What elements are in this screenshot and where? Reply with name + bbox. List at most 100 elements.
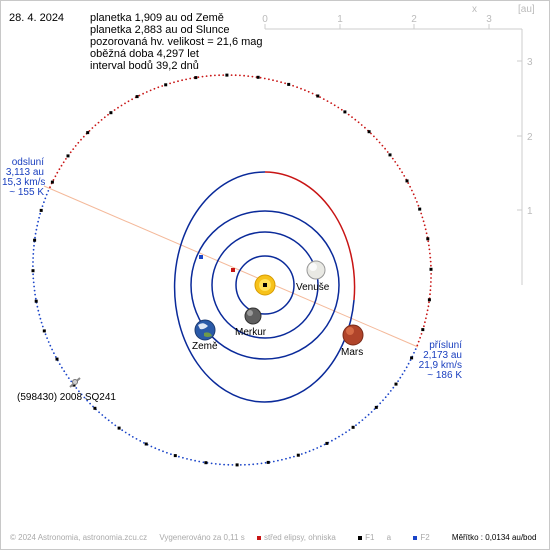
orbit-dot [416,201,418,203]
y-tick-label: 3 [527,57,533,68]
orbit-dot [320,445,322,448]
x-tick-label: 0 [262,14,268,25]
orbit-dot [420,212,423,215]
aphelion-temperature: ~ 155 K [9,187,44,198]
orbit-dot [62,161,65,164]
orbit-dot [47,190,50,192]
orbit-dot [397,380,399,382]
orbit-dot [114,424,117,427]
orbit-dot [322,98,325,100]
orbit-dot [360,124,363,126]
orbit-dot [38,313,41,316]
orbit-dot [231,464,234,466]
orbit-dot [37,220,39,223]
aphelion-distance: 3,113 au [5,167,44,178]
orbit-dot [429,293,431,296]
aphelion-title: odsluní [11,157,44,168]
orbit-dot [338,435,340,438]
epoch-marker [117,426,121,430]
orbit-dot [97,121,100,124]
orbit-dot [94,124,97,127]
orbit-dot [117,106,119,109]
epoch-marker [50,180,54,184]
orbit-dot [413,351,415,354]
orbit-dot [384,396,387,399]
orbit-dot [34,236,36,239]
orbit-dot [425,317,427,320]
orbit-dot [56,171,59,174]
orbit-dot [281,458,283,461]
epoch-marker [42,329,46,333]
orbit-dot [197,76,200,79]
orbit-dot [243,74,246,77]
orbit-dot [333,104,336,107]
orbit-dot [34,297,37,300]
orbit-dot [424,321,426,324]
orbit-dot [158,448,161,451]
orbit-dot [337,106,340,109]
copyright-link[interactable]: © 2024 Astronomia, astronomia.zcu.cz [10,533,148,542]
orbit-dot [181,79,184,82]
epoch-marker [266,460,270,464]
epoch-marker [34,299,38,303]
orbit-dot [205,75,208,77]
orbit-dot [178,455,180,458]
orbit-dot [143,442,145,444]
orbit-dot [263,77,266,80]
orbit-dot [345,431,347,434]
epoch-marker [144,442,148,446]
orbit-dot [428,248,431,251]
info-panel: planetka 1,909 au od Země planetka 2,883… [90,12,263,72]
orbit-dot [341,433,344,436]
perihelion-label: přísluní 2,173 au 21,9 km/s ~ 186 K [414,341,462,381]
orbit-dot [45,193,48,196]
orbit-dot [401,373,404,376]
earth-label: Země [192,341,218,352]
orbit-dot [80,138,82,141]
epoch-marker [164,83,168,87]
orbit-dot [49,186,51,189]
orbit-dot [252,463,255,466]
orbit-dot [33,285,35,288]
orbit-dot [36,305,39,308]
orbit-dot [382,399,384,402]
orbit-dot [65,158,67,160]
orbit-dot [128,433,131,436]
orbit-dot [331,439,333,442]
orbit-dot [407,362,410,365]
orbit-dot [78,390,80,393]
f2-swatch [413,535,418,540]
orbit-dot [417,204,420,207]
orbit-dot [411,189,413,192]
distance-from-sun: planetka 2,883 au od Slunce [90,24,230,36]
orbit-dot [41,325,44,328]
asteroid-label: (598430) 2008 SQ241 [17,392,116,403]
asteroid-orbit [31,73,433,467]
orbit-dot [361,419,364,421]
orbit-dot [107,419,110,422]
orbit-dot [209,74,212,77]
orbit-dot [429,285,432,287]
asteroid-marker [69,377,81,388]
orbit-dot [54,175,57,178]
perihelion-temperature: ~ 186 K [427,370,462,381]
orbit-dot [104,416,107,419]
orbit-dot [107,113,109,116]
orbit-dot [260,462,263,465]
orbit-dot [33,244,35,247]
orbit-dot [409,359,412,361]
orbit-dot [386,151,389,153]
orbit-dot [145,91,148,93]
orbit-dot [403,175,406,177]
orbit-dot [186,458,188,460]
aphelion-speed: 15,3 km/s [2,177,46,188]
orbit-dot [429,256,432,259]
orbit-dot [296,86,298,89]
orbit-dot [424,228,427,231]
orbit-dot [391,157,394,160]
epoch-marker [135,95,139,99]
orbit-dot [32,248,35,251]
orbit-dot [280,81,282,84]
mars-orbit-north [264,171,356,301]
